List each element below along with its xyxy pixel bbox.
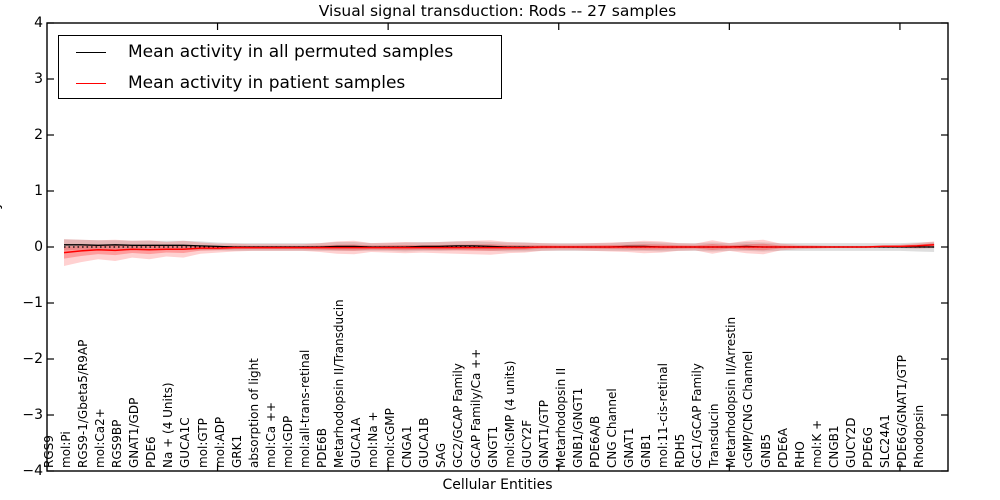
x-category-label: mol:GTP (195, 418, 210, 468)
x-category-label: mol:Ca ++ (263, 401, 278, 468)
y-tick-label: −2 (22, 351, 43, 367)
y-tick-label: 4 (34, 15, 43, 31)
y-tick-label: 0 (34, 239, 43, 255)
x-category-label: GNAT1 (622, 427, 637, 468)
x-category-label: GRK1 (229, 434, 244, 468)
x-category-label: mol:GDP (280, 415, 295, 468)
x-category-label: PDE6A/B (587, 415, 602, 468)
x-axis-label: Cellular Entities (442, 477, 553, 493)
x-category-label: Transducin (707, 403, 722, 468)
x-category-label: CNGA1 (400, 425, 415, 469)
x-category-label: GNB1 (639, 433, 654, 468)
x-category-label: mol:Pi (59, 431, 74, 468)
patient-std-band (64, 239, 935, 266)
x-category-label: absorption of light (246, 358, 261, 468)
x-category-label: GNB1/GNGT1 (570, 387, 585, 468)
x-category-label: GUCA1A (349, 417, 364, 468)
x-category-label: CNGB1 (826, 425, 841, 468)
x-category-label: GUCY2D (843, 417, 858, 468)
legend-item-permuted: Mean activity in all permuted samples (59, 37, 501, 67)
y-tick-label: 2 (34, 127, 43, 143)
x-category-label: RDH5 (673, 433, 688, 468)
x-category-label: GC2/GCAP Family (451, 363, 466, 468)
x-category-label: mol:Na + (366, 411, 381, 468)
x-category-label: SLC24A1 (877, 414, 892, 468)
x-category-label: mol:Ca2+ (93, 408, 108, 468)
legend-label-patient: Mean activity in patient samples (128, 73, 406, 93)
x-category-label: mol:GMP (4 units) (502, 360, 517, 468)
x-category-label: Metarhodopsin II/Arrestin (724, 316, 739, 468)
x-category-label: cGMP/CNG Channel (741, 350, 756, 468)
x-category-label: GNAT1/GDP (127, 397, 142, 468)
x-category-label: Na + (4 Units) (161, 382, 176, 468)
x-category-label: mol:all-trans-retinal (297, 349, 312, 468)
x-category-label: SAG (434, 442, 449, 468)
x-category-label: mol:11-cis-retinal (656, 363, 671, 468)
x-category-label: RGS9 (42, 435, 56, 468)
y-axis-label: Inferred Activity (0, 201, 3, 317)
x-category-label: GUCY2F (519, 419, 534, 468)
x-category-label: RGS9-1/Gbeta5/R9AP (76, 339, 91, 468)
x-category-label: PDE6 (144, 436, 159, 468)
plot-title: Visual signal transduction: Rods -- 27 s… (318, 2, 677, 20)
x-category-label: mol:cGMP (383, 408, 398, 468)
x-category-label: GNAT1/GTP (536, 400, 551, 468)
x-category-label: GUCA1C (178, 417, 193, 468)
red-line-swatch-icon (76, 82, 106, 84)
y-tick-label: 3 (34, 71, 43, 87)
patient-mean-line (63, 244, 935, 254)
x-category-label: GUCA1B (417, 417, 432, 468)
legend: Mean activity in all permuted samples Me… (58, 35, 502, 99)
y-tick-label: −3 (22, 407, 43, 423)
x-category-label: RGS9BP (110, 419, 125, 468)
black-line-swatch-icon (76, 51, 106, 53)
y-tick-label: −4 (22, 463, 43, 479)
x-category-label: GNGT1 (485, 425, 500, 468)
x-category-label: Metarhodopsin II (553, 367, 568, 468)
x-category-label: PDE6G (860, 427, 875, 468)
x-category-label: Rhodopsin (912, 404, 927, 468)
x-category-label: GNB5 (758, 433, 773, 468)
permuted-std-band (64, 239, 935, 252)
y-tick-label: −1 (22, 295, 43, 311)
x-category-label: CNG Channel (604, 388, 619, 468)
x-category-label: mol:ADP (212, 416, 227, 468)
x-category-label: GCAP Family/Ca ++ (468, 348, 483, 468)
x-category-label: PDE6A (775, 428, 790, 468)
x-category-label: mol:K + (809, 419, 824, 468)
x-category-label: Metarhodopsin II/Transducin (332, 299, 347, 468)
x-category-label: PDE6G/GNAT1/GTP (895, 354, 909, 468)
x-category-label: GC1/GCAP Family (690, 363, 705, 468)
x-category-label: RHO (792, 441, 807, 468)
x-category-label: PDE6B (314, 428, 329, 468)
y-tick-label: 1 (34, 183, 43, 199)
legend-item-patient: Mean activity in patient samples (59, 68, 501, 98)
legend-label-permuted: Mean activity in all permuted samples (128, 42, 454, 62)
